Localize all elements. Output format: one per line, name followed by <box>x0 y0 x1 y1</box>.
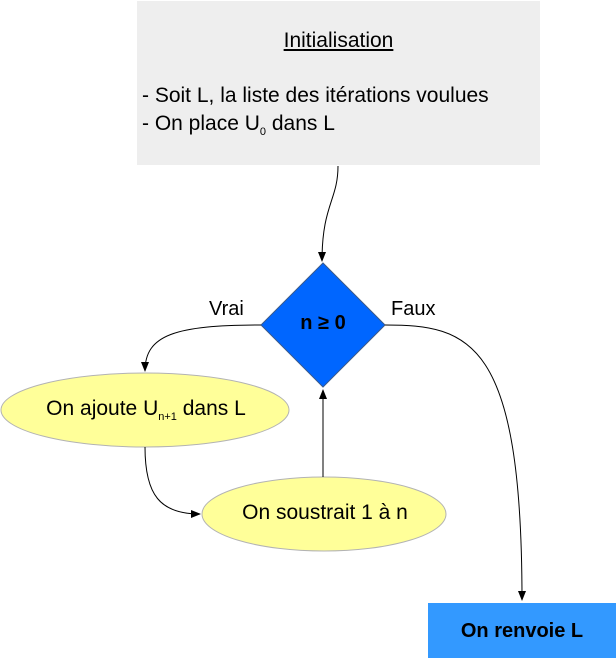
false-branch-label: Faux <box>391 298 436 320</box>
arrow-false-to-end <box>384 324 526 601</box>
init-line-place-prefix: - On place U <box>142 112 260 135</box>
step-add-label: On ajoute Un+1 dans L <box>6 397 286 423</box>
init-title: Initialisation <box>283 29 394 52</box>
arrow-add-to-subtract <box>144 446 201 518</box>
decision-diamond <box>260 262 386 388</box>
init-line-place-suffix: dans L <box>266 112 335 135</box>
init-box: Initialisation - Soit L, la liste des it… <box>137 1 540 165</box>
end-label: On renvoie L <box>460 620 584 642</box>
step-add-suffix: dans L <box>176 397 246 420</box>
true-branch-label: Vrai <box>209 298 244 320</box>
init-line-place: - On place U0 dans L <box>142 112 335 138</box>
step-add-prefix: On ajoute U <box>46 397 159 420</box>
init-line-place-subscript: 0 <box>259 126 267 138</box>
step-subtract-ellipse <box>201 476 447 552</box>
init-line-list: - Soit L, la liste des itérations voulue… <box>142 84 489 107</box>
step-subtract-label: On soustrait 1 à n <box>242 501 408 524</box>
arrow-true-to-add <box>141 324 262 372</box>
end-box: On renvoie L <box>428 603 616 658</box>
step-add-subscript: n+1 <box>158 411 177 423</box>
arrow-init-to-decision <box>318 165 339 262</box>
decision-label: n ≥ 0 <box>300 312 346 334</box>
